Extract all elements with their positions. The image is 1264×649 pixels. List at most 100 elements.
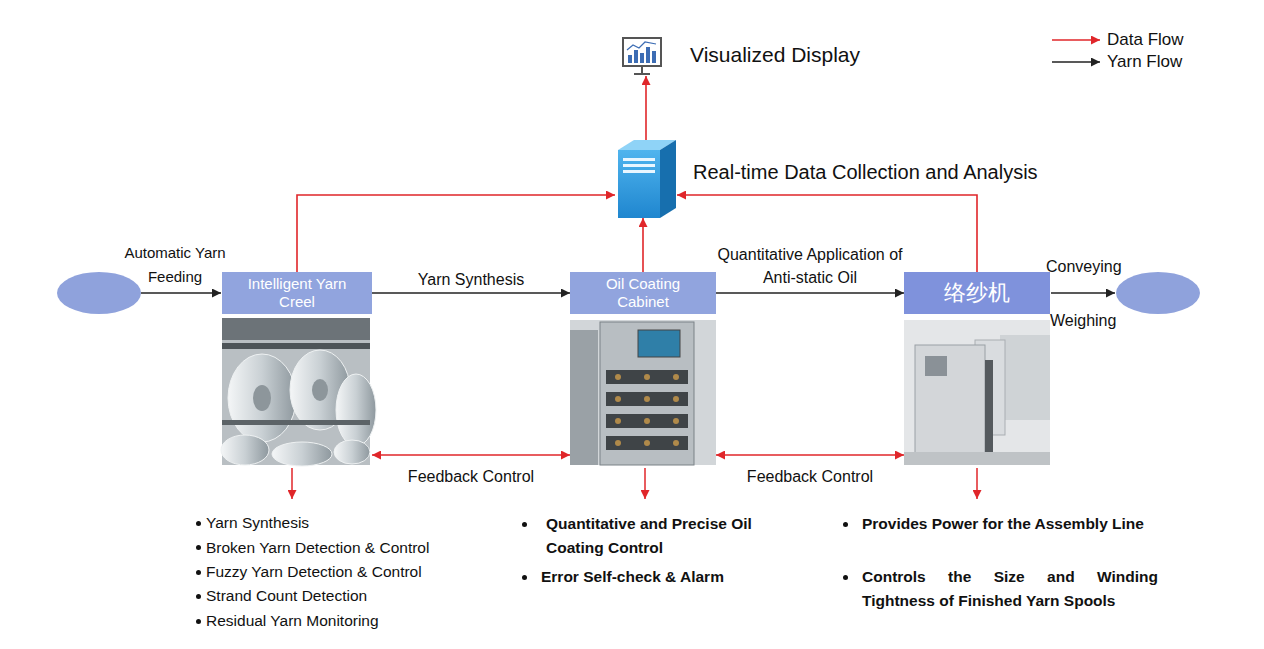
photo-frame: [222, 318, 370, 340]
legend-text: Data Flow: [1107, 30, 1184, 50]
flow-label: Weighing: [1050, 311, 1116, 330]
box-heading: Intelligent Yarn Creel: [222, 272, 372, 314]
feature-item: Residual Yarn Monitoring: [206, 611, 379, 630]
bullet-dot: [196, 545, 201, 550]
valve: [644, 396, 650, 402]
photo-bg: [570, 320, 716, 465]
data-flow-arrow: [642, 218, 644, 272]
output-ellipse: [1116, 272, 1200, 314]
chart-bar: [634, 50, 638, 63]
server-icon: [618, 140, 676, 218]
yarn-bobbin: [336, 374, 376, 446]
feature-item: Error Self-check & Alarm: [541, 567, 724, 586]
oil-cabinet-photo: [570, 320, 716, 465]
pump-row: [606, 392, 688, 406]
valve: [673, 418, 679, 424]
yarn-bobbin: [221, 435, 269, 465]
source-ellipse: [57, 272, 141, 314]
chart-bar: [640, 53, 644, 63]
bullet-dot: [196, 521, 201, 526]
edge-label: Yarn Synthesis: [418, 270, 524, 289]
bobbin-core: [312, 379, 328, 401]
legend: Data FlowYarn Flow: [1052, 29, 1184, 73]
server-vent: [623, 158, 655, 161]
convey-arrow: [1051, 292, 1115, 294]
pump-row: [606, 436, 688, 450]
winder-panel: [925, 356, 947, 376]
pump-row: [606, 370, 688, 384]
feature-item: Yarn Synthesis: [206, 513, 309, 532]
box-heading: 络纱机: [904, 272, 1050, 314]
photo-bar: [222, 420, 370, 425]
flow-label: Automatic Yarn Feeding: [105, 241, 245, 289]
winder-strip: [985, 360, 993, 453]
bullet-dot: [196, 619, 201, 624]
legend-line: [1052, 39, 1100, 41]
bullet-dot: [522, 522, 527, 527]
flow-label: Conveying: [1046, 257, 1122, 276]
leader-arrow: [976, 468, 978, 499]
edge-group: [297, 76, 977, 455]
feature-item: Quantitative and Precise Oil Coating Con…: [546, 512, 808, 560]
server-vent: [623, 164, 655, 167]
server-side: [660, 140, 676, 218]
valve: [644, 440, 650, 446]
process-box: Oil Coating Cabinet: [570, 272, 716, 465]
yarn-bobbin: [228, 354, 296, 442]
photo-machine: [1000, 335, 1050, 420]
bullet-dot: [843, 522, 848, 527]
valve: [615, 440, 621, 446]
data-flow-arrow: [645, 76, 647, 140]
winder-photo: [904, 320, 1050, 465]
edge-label: Feedback Control: [747, 467, 873, 486]
valve: [615, 418, 621, 424]
feature-item: Provides Power for the Assembly Line: [862, 512, 1158, 536]
chart-bar: [628, 55, 632, 63]
server-front: [618, 150, 660, 218]
legend-text: Yarn Flow: [1107, 52, 1182, 72]
yarn-flow-arrow: [716, 292, 904, 294]
data-flow-arrow: [372, 454, 570, 456]
legend-item: Data Flow: [1052, 29, 1184, 51]
photo-floor: [904, 452, 1050, 465]
data-flow-arrow: [297, 195, 615, 272]
monitor-stand: [641, 67, 643, 73]
bobbin-core: [253, 385, 271, 411]
legend-sample: [1052, 56, 1104, 68]
bullet-dot: [196, 594, 201, 599]
photo-bar: [222, 343, 370, 349]
feature-item: Controls the Size and Winding Tightness …: [862, 565, 1158, 613]
process-box: Intelligent Yarn Creel: [222, 272, 372, 465]
process-box: 络纱机: [904, 272, 1050, 465]
edge-label: Quantitative Application of Anti-static …: [710, 243, 910, 289]
leader-arrow: [644, 468, 646, 499]
yarn-flow-arrow: [372, 292, 570, 294]
box-heading: Oil Coating Cabinet: [570, 272, 716, 314]
legend-line: [1052, 61, 1100, 63]
data-flow-arrow: [716, 454, 904, 456]
server-vent: [623, 170, 655, 173]
valve: [615, 374, 621, 380]
valve: [644, 374, 650, 380]
feed-arrow: [141, 292, 221, 294]
creel-photo: [221, 318, 376, 466]
legend-sample: [1052, 34, 1104, 46]
display-icon: Visualized Display: [620, 36, 664, 76]
valve: [673, 374, 679, 380]
chart-bar: [652, 51, 656, 63]
feature-item: Broken Yarn Detection & Control: [206, 538, 429, 557]
legend-item: Yarn Flow: [1052, 51, 1184, 73]
leader-arrow: [291, 468, 293, 499]
node-title: Real-time Data Collection and Analysis: [693, 161, 1038, 184]
monitor-base: [634, 73, 650, 75]
chart-bar: [646, 47, 650, 63]
yarn-bobbin: [334, 440, 370, 464]
cabinet-screen: [638, 330, 680, 357]
monitor-frame: [623, 38, 661, 66]
feature-item: Fuzzy Yarn Detection & Control: [206, 562, 422, 581]
photo-machine: [570, 330, 598, 465]
monitor-icon: [623, 38, 661, 74]
yarn-bobbin: [272, 442, 332, 466]
node-title: Visualized Display: [690, 43, 860, 67]
